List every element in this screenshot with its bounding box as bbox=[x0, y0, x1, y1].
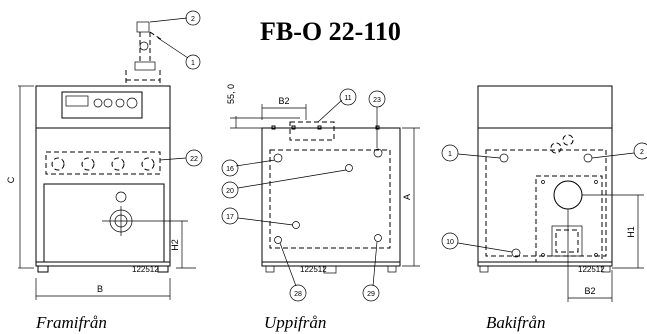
callout-back-10 bbox=[441, 232, 459, 250]
callout-back-1 bbox=[441, 144, 459, 162]
dim-b2-back-label: B2 bbox=[584, 286, 595, 296]
dim-offset-label: 55, 0 bbox=[226, 84, 236, 104]
dim-h1-label: H1 bbox=[626, 226, 636, 238]
dim-a-label: A bbox=[402, 194, 412, 200]
front-view: 2 1 22 122512 bbox=[6, 10, 203, 332]
callout-front-22 bbox=[185, 149, 203, 167]
back-code: 122512 bbox=[578, 265, 605, 274]
callout-top-28 bbox=[289, 284, 307, 302]
front-view-caption: Framifrån bbox=[35, 313, 107, 332]
callout-front-2 bbox=[185, 10, 201, 26]
callout-top-23 bbox=[368, 90, 386, 108]
callout-back-2-label: 2 bbox=[640, 149, 644, 156]
dim-h2-label: H2 bbox=[170, 239, 180, 251]
callout-top-20 bbox=[221, 181, 239, 199]
back-boiler-outline bbox=[477, 85, 613, 267]
drawing-title: FB-O 22-110 bbox=[260, 17, 401, 46]
callout-top-23-label: 23 bbox=[373, 97, 381, 104]
callout-top-11 bbox=[339, 88, 357, 106]
valve-assembly bbox=[125, 21, 163, 86]
back-view: 122512 1 2 10 H1 bbox=[441, 85, 647, 332]
callout-front-22-label: 22 bbox=[190, 156, 198, 163]
front-boiler-body bbox=[35, 85, 171, 267]
dim-b2-top-label: B2 bbox=[278, 96, 289, 106]
callout-top-17 bbox=[221, 207, 239, 225]
callout-top-29-label: 29 bbox=[367, 291, 375, 298]
top-code: 122512 bbox=[300, 265, 327, 274]
control-panel bbox=[61, 91, 143, 119]
front-code: 122512 bbox=[132, 265, 159, 274]
flue-section bbox=[535, 175, 603, 263]
burner-door bbox=[43, 183, 165, 263]
callout-top-11-label: 11 bbox=[344, 95, 351, 102]
callout-back-10-label: 10 bbox=[446, 239, 454, 246]
top-boiler-outline bbox=[261, 127, 401, 267]
callout-top-16 bbox=[221, 159, 239, 177]
dim-c-label: C bbox=[6, 176, 16, 183]
dim-b-label: B bbox=[97, 284, 103, 294]
top-view-caption: Uppifrån bbox=[264, 313, 326, 332]
callout-top-20-label: 20 bbox=[226, 188, 234, 195]
callout-back-1-label: 1 bbox=[448, 151, 452, 158]
callout-front-1 bbox=[185, 54, 201, 70]
callout-back-2 bbox=[633, 142, 647, 160]
callout-top-29 bbox=[362, 284, 380, 302]
callout-top-17-label: 17 bbox=[226, 214, 234, 221]
top-view: 122512 11 23 16 20 17 28 bbox=[221, 84, 420, 332]
back-view-caption: Bakifrån bbox=[486, 313, 546, 332]
callout-front-1-label: 1 bbox=[191, 60, 195, 67]
callout-top-16-label: 16 bbox=[226, 166, 234, 173]
callout-top-28-label: 28 bbox=[294, 291, 302, 298]
callout-front-2-label: 2 bbox=[191, 16, 195, 23]
